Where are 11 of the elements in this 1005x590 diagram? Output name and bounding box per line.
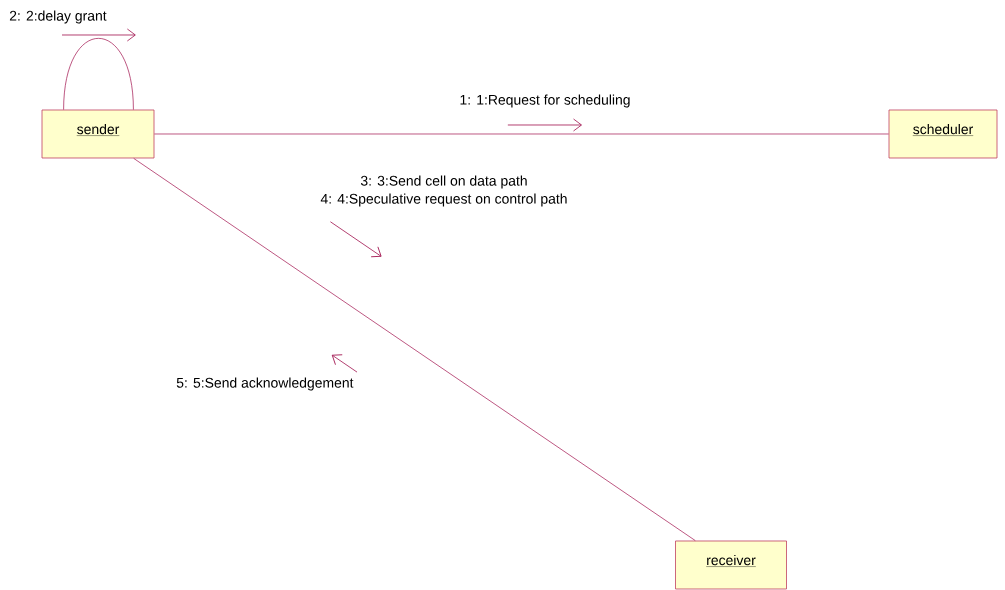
message-label: 2: 2:delay grant — [8, 9, 108, 25]
link-line — [133, 158, 696, 541]
link-line — [63, 38, 134, 110]
message-label: 1: 1:Request for scheduling — [458, 93, 632, 109]
message-label: 3: 3:Send cell on data path — [359, 174, 529, 190]
link-line — [154, 133, 889, 135]
object-box: sender — [41, 109, 155, 159]
message-label: 5: 5:Send acknowledgement — [175, 376, 355, 392]
message-label: 4: 4:Speculative request on control path — [319, 192, 569, 208]
object-box: receiver — [675, 540, 787, 590]
object-box: scheduler — [888, 109, 998, 159]
